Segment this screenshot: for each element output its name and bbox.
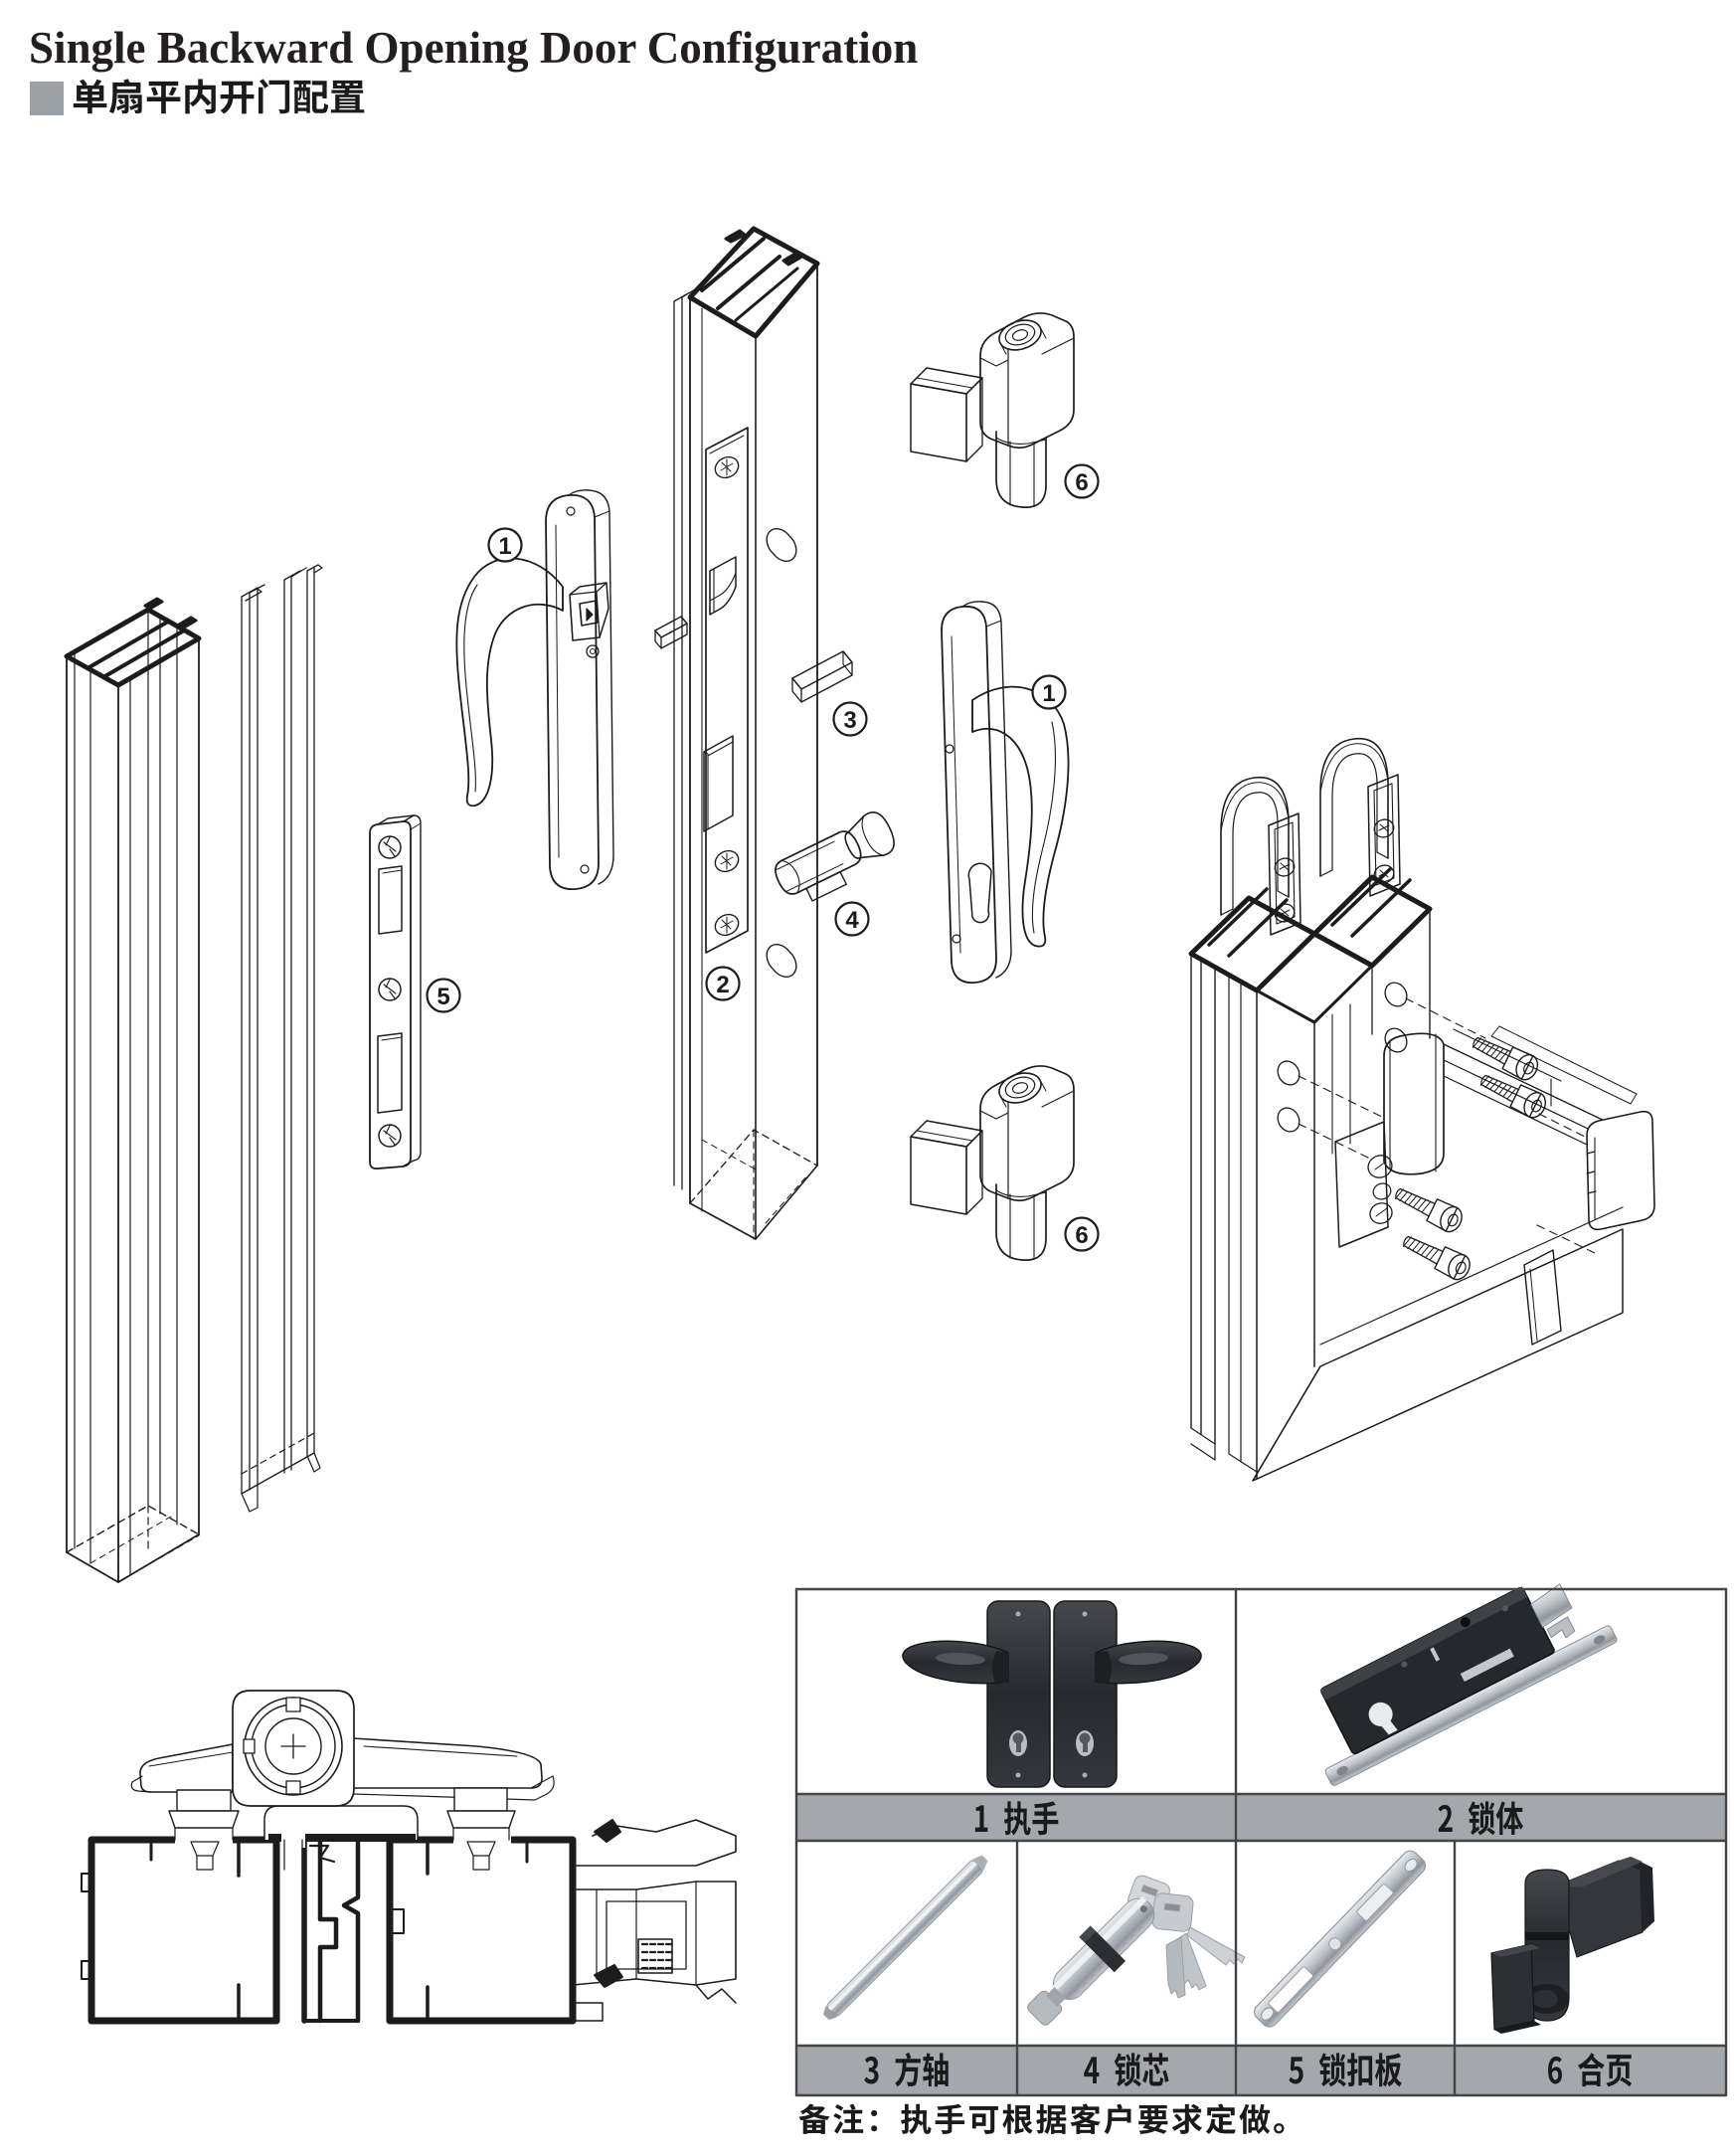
svg-text:5: 5 [436,984,449,1010]
svg-text:4: 4 [845,907,859,934]
svg-text:1: 1 [498,533,511,560]
svg-text:1: 1 [1042,680,1055,707]
svg-text:3: 3 [843,707,856,734]
svg-text:6: 6 [1075,469,1088,496]
svg-text:2: 2 [716,972,729,998]
svg-text:6: 6 [1075,1222,1088,1249]
